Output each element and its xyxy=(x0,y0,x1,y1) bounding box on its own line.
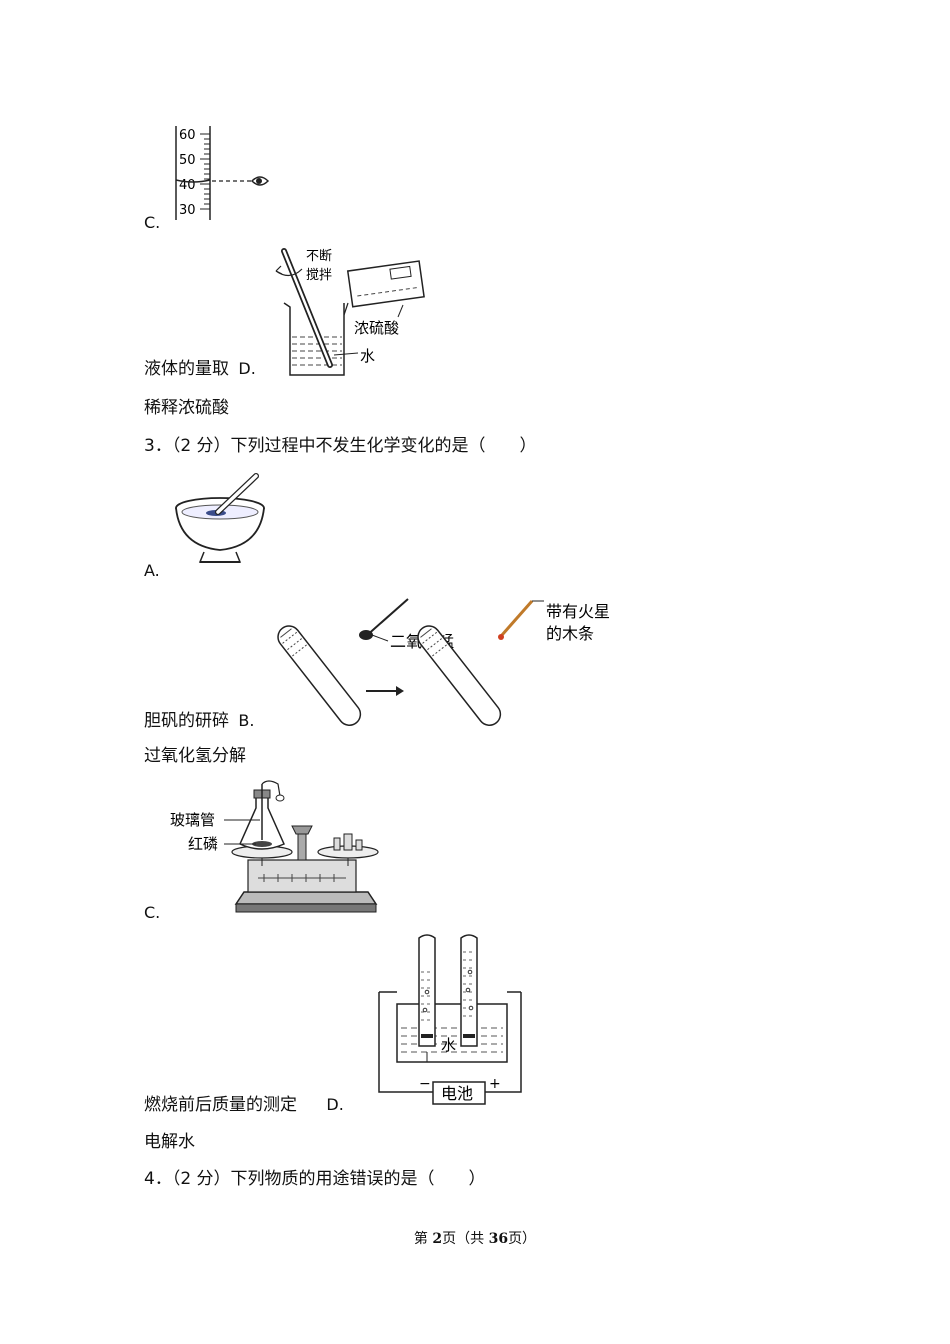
q3-option-c-caption: 燃烧前后质量的测定 D. xyxy=(144,1094,344,1116)
q3-option-a-caption: 胆矾的研碎 B. xyxy=(144,710,254,732)
dilution-diagram: 不断 搅拌 浓硫酸 水 xyxy=(275,248,425,376)
q3-option-b-caption: 过氧化氢分解 xyxy=(144,746,246,766)
positive-terminal-label: + xyxy=(489,1076,501,1092)
balance-combustion-diagram: 玻璃管 红磷 xyxy=(170,780,379,913)
graduated-cylinder-diagram: 60 50 40 30 xyxy=(175,126,270,220)
q2-option-c-figure: 60 50 40 30 xyxy=(168,122,278,222)
q3-c-caption-text: 燃烧前后质量的测定 xyxy=(144,1095,297,1115)
arrow-right-icon xyxy=(396,686,404,696)
question-4-stem: 4．（2 分）下列物质的用途错误的是（ ） xyxy=(144,1169,486,1189)
page-footer: 第 2页（共 36页） xyxy=(0,1228,950,1248)
q2-c-caption-text: 液体的量取 xyxy=(144,359,229,379)
stick-label-line1: 带有火星 xyxy=(546,602,610,621)
q3-option-d-label: D. xyxy=(326,1095,344,1114)
q2-option-c-caption: 液体的量取 D. xyxy=(144,358,256,380)
footer-post: 页） xyxy=(508,1231,537,1247)
tick-label-60: 60 xyxy=(179,128,196,143)
water-label: 水 xyxy=(441,1036,456,1054)
acid-label: 浓硫酸 xyxy=(354,319,399,337)
water-label: 水 xyxy=(360,347,375,365)
negative-terminal-label: − xyxy=(419,1076,431,1092)
q2-option-d-figure: 不断 搅拌 浓硫酸 水 xyxy=(268,245,428,380)
q3-option-d-caption: 电解水 xyxy=(144,1132,195,1152)
q3-option-c-label: C. xyxy=(144,903,161,922)
stir-label-line1: 不断 xyxy=(306,249,332,264)
q3-option-c-figure: 玻璃管 红磷 xyxy=(168,778,383,918)
tick-label-50: 50 xyxy=(179,153,196,168)
battery-icon xyxy=(432,1081,486,1105)
q3-a-caption-text: 胆矾的研碎 xyxy=(144,711,229,731)
peroxide-decomposition-diagram: 二氧化锰 带有火星 的木条 xyxy=(277,598,610,726)
glass-tube-label: 玻璃管 xyxy=(170,811,215,829)
q3-option-b-figure: 二氧化锰 带有火星 的木条 xyxy=(270,595,630,730)
footer-pre: 第 xyxy=(413,1231,433,1247)
tick-label-40: 40 xyxy=(179,178,196,193)
q2-option-c-label: C. xyxy=(144,213,161,232)
stick-label-line2: 的木条 xyxy=(546,624,594,643)
q2-option-d-label: D. xyxy=(238,359,256,378)
eye-icon xyxy=(250,176,270,186)
q3-option-a-label: A. xyxy=(144,561,160,580)
q3-option-d-figure: 水 电池 − + xyxy=(375,932,525,1112)
stir-label-line2: 搅拌 xyxy=(306,267,332,283)
tick-label-30: 30 xyxy=(179,203,196,218)
question-3-stem: 3．（2 分）下列过程中不发生化学变化的是（ ） xyxy=(144,436,537,456)
battery-label: 电池 xyxy=(441,1084,473,1103)
footer-mid: 页（共 xyxy=(442,1231,489,1247)
red-phosphorus-label: 红磷 xyxy=(188,835,218,853)
mortar-pestle-diagram xyxy=(175,473,265,563)
q3-option-a-figure xyxy=(170,470,270,570)
footer-total-pages: 36 xyxy=(488,1231,509,1247)
electrolysis-diagram: 水 电池 − + xyxy=(378,934,522,1105)
q3-option-b-label: B. xyxy=(238,711,255,730)
footer-page-number: 2 xyxy=(432,1231,443,1247)
q2-option-d-caption: 稀释浓硫酸 xyxy=(144,398,229,418)
